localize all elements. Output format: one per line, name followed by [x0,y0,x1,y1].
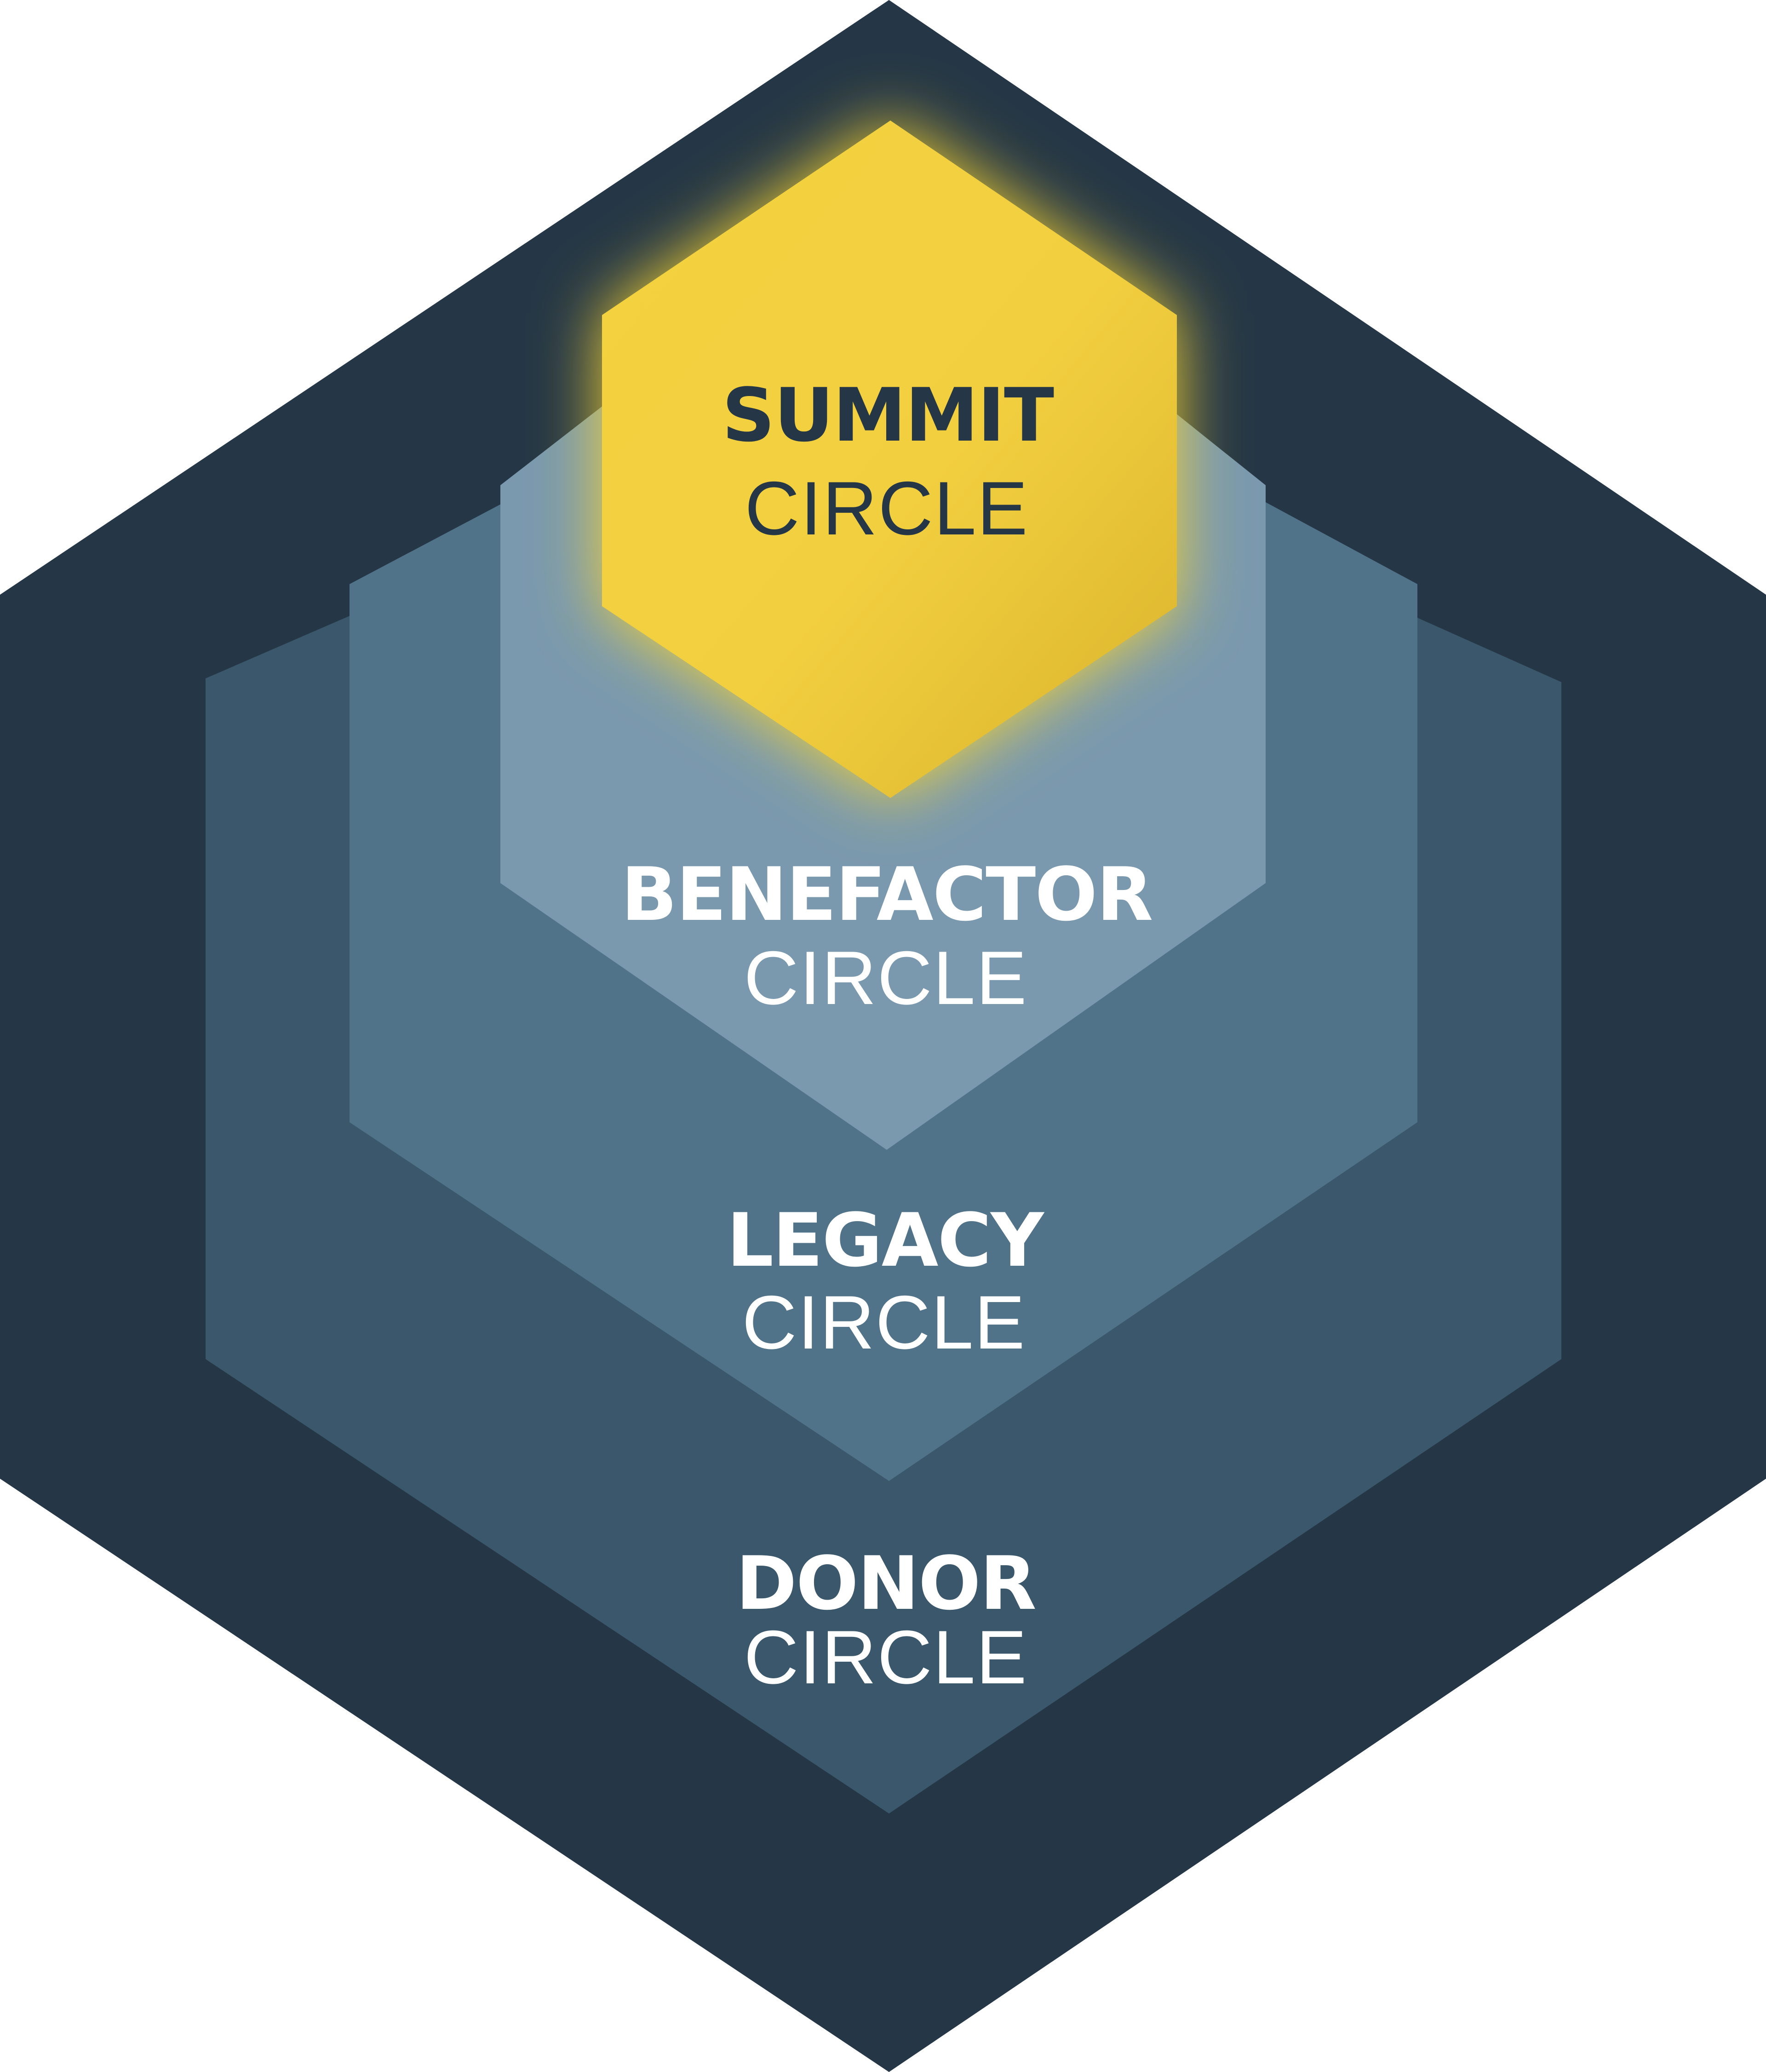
summit-label: SUMMIT CIRCLE [722,372,1055,551]
legacy-name: LEGACY [727,1197,1045,1283]
donor-suffix: CIRCLE [744,1615,1027,1699]
benefactor-name: BENEFACTOR [621,851,1152,937]
donor-label: DONOR CIRCLE [736,1540,1037,1699]
benefactor-suffix: CIRCLE [744,936,1027,1020]
summit-circle-hexagon [602,121,1177,798]
donor-name: DONOR [736,1540,1036,1626]
summit-suffix: CIRCLE [745,466,1028,551]
legacy-label: LEGACY CIRCLE [727,1197,1046,1365]
legacy-suffix: CIRCLE [742,1280,1026,1365]
benefactor-label: BENEFACTOR CIRCLE [621,851,1153,1020]
summit-name: SUMMIT [722,372,1054,458]
